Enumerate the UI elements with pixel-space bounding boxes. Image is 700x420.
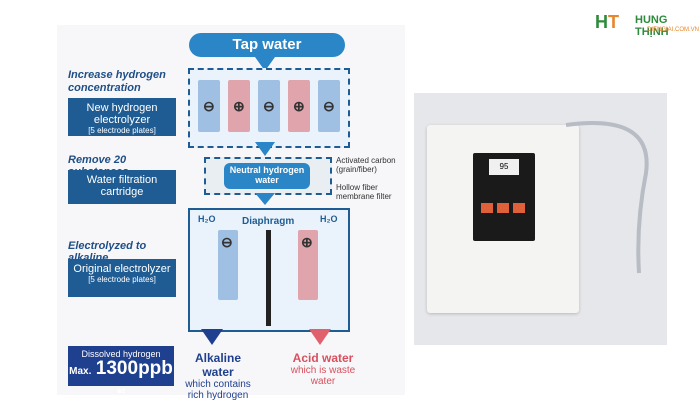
acid-water-title: Acid water bbox=[292, 351, 354, 365]
original-electrolyzer-title: Original electrolyzer bbox=[73, 263, 171, 275]
control-panel: 95 bbox=[473, 153, 535, 241]
alkaline-water-title: Alkaline water bbox=[194, 351, 242, 379]
brand-name: HUNG THỊNH bbox=[635, 14, 669, 38]
water-ionizer-device: 95 bbox=[427, 125, 579, 313]
product-photo-panel: 95 bbox=[414, 93, 667, 345]
flow-arrow-1 bbox=[255, 142, 275, 156]
electrode-tile-5 bbox=[318, 80, 340, 132]
section-title-1: Increase hydrogen concentration bbox=[68, 69, 166, 94]
tap-water-arrow bbox=[255, 57, 275, 71]
diaphragm-label: Diaphragm bbox=[242, 216, 295, 227]
mode-button[interactable] bbox=[481, 203, 493, 213]
dissolved-prefix: Max. bbox=[69, 366, 92, 377]
electrode-tile-2 bbox=[228, 80, 250, 132]
plus-sign-icon: ⊕ bbox=[233, 98, 245, 114]
mode-button[interactable] bbox=[497, 203, 509, 213]
acid-output-arrow bbox=[309, 329, 331, 345]
mode-button[interactable] bbox=[513, 203, 525, 213]
h2o-left-label: H₂O bbox=[198, 214, 216, 224]
neutral-water-label: Neutral hydrogen water bbox=[224, 163, 310, 189]
tap-water-label: Tap water bbox=[189, 33, 345, 57]
faucet-hose bbox=[565, 121, 649, 274]
h2o-right-label: H₂O bbox=[320, 214, 338, 224]
brand-sub: DIENGIAI.COM.VN bbox=[647, 27, 700, 33]
dissolved-hydrogen-badge: Dissolved hydrogen Max. 1300ppb ※2 bbox=[68, 346, 174, 395]
electrode-tile-1 bbox=[198, 80, 220, 132]
diaphragm-membrane bbox=[266, 230, 271, 326]
filtration-title: Water filtration cartridge bbox=[86, 174, 158, 198]
new-electrolyzer-note: [5 electrode plates] bbox=[88, 126, 156, 135]
plus-sign-icon: ⊕ bbox=[301, 234, 313, 250]
brand-logo: HT HUNG THỊNH DIENGIAI.COM.VN bbox=[595, 10, 699, 42]
new-electrolyzer-title: New hydrogen electrolyzer bbox=[86, 102, 158, 126]
minus-sign-icon: ⊖ bbox=[263, 98, 275, 114]
anode-plate bbox=[298, 230, 318, 300]
acid-water-caption: Acid water which is waste water bbox=[283, 351, 363, 387]
filtration-label: Water filtration cartridge bbox=[68, 170, 176, 204]
dissolved-number: 1300ppb bbox=[95, 358, 173, 379]
minus-sign-icon: ⊖ bbox=[203, 98, 215, 114]
minus-sign-icon: ⊖ bbox=[221, 234, 233, 250]
hollow-fiber-note: Hollow fiber membrane filter bbox=[336, 183, 392, 201]
electrode-tile-4 bbox=[288, 80, 310, 132]
faucet-hose-path bbox=[565, 121, 649, 274]
electrode-tile-3 bbox=[258, 80, 280, 132]
original-electrolyzer-label: Original electrolyzer [5 electrode plate… bbox=[68, 259, 176, 297]
dissolved-sup: ※2 bbox=[116, 389, 126, 395]
new-electrolyzer-label: New hydrogen electrolyzer [5 electrode p… bbox=[68, 98, 176, 136]
original-electrolyzer-note: [5 electrode plates] bbox=[88, 275, 156, 284]
logo-mark-icon: HT bbox=[595, 12, 619, 32]
dissolved-hydrogen-title: Dissolved hydrogen bbox=[81, 349, 161, 359]
alkaline-output-arrow bbox=[201, 329, 223, 345]
flow-arrow-2 bbox=[255, 193, 275, 205]
alkaline-water-desc: which contains rich hydrogen bbox=[185, 379, 251, 401]
lcd-display: 95 bbox=[489, 159, 519, 175]
plus-sign-icon: ⊕ bbox=[293, 98, 305, 114]
alkaline-water-caption: Alkaline water which contains rich hydro… bbox=[178, 351, 258, 401]
dissolved-hydrogen-value: Max. 1300ppb ※2 bbox=[68, 359, 174, 405]
minus-sign-icon: ⊖ bbox=[323, 98, 335, 114]
new-electrolyzer-box: ⊖ ⊕ ⊖ ⊕ ⊖ bbox=[188, 68, 350, 148]
cathode-plate bbox=[218, 230, 238, 300]
original-electrolyzer-box: H₂O H₂O Diaphragm ⊖ ⊕ bbox=[188, 208, 350, 332]
filtration-box: Neutral hydrogen water bbox=[204, 157, 332, 195]
activated-carbon-note: Activated carbon (grain/fiber) bbox=[336, 156, 396, 174]
acid-water-desc: which is waste water bbox=[290, 365, 356, 387]
